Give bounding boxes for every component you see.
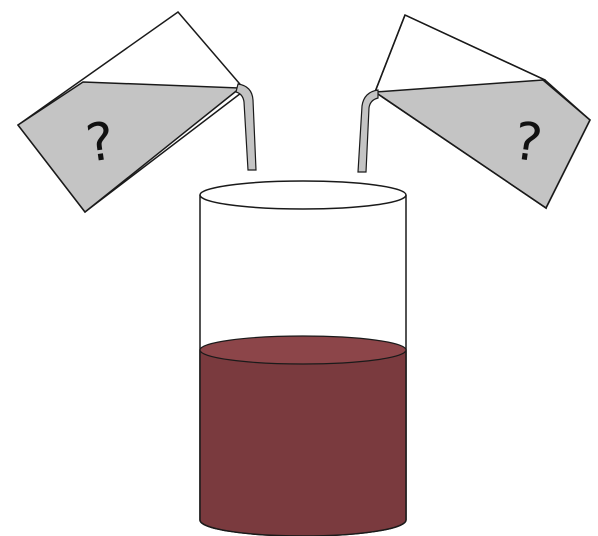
beaker	[199, 180, 407, 536]
left-pouring-container: ?	[16, 10, 257, 214]
mixture-liquid	[199, 349, 407, 536]
beaker-rim	[199, 180, 407, 210]
left-pour-stream	[235, 83, 257, 171]
right-container-liquid	[372, 79, 591, 210]
mixture-surface	[199, 335, 407, 365]
right-pour-stream	[357, 89, 379, 173]
left-container-liquid	[16, 81, 243, 214]
right-pouring-container: ?	[357, 13, 591, 210]
